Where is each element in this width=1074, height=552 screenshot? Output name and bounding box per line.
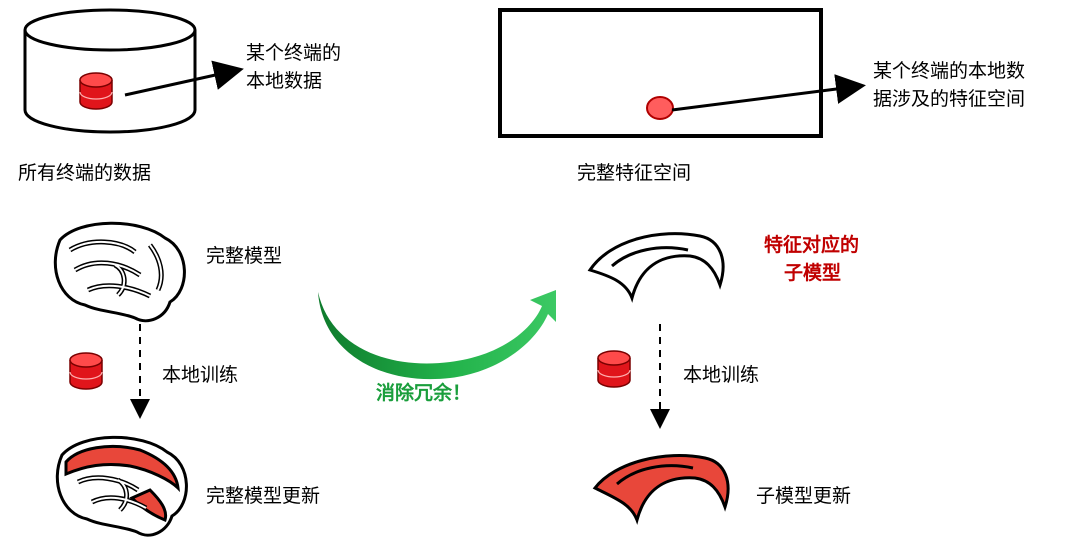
local-data-callout-arrow	[124, 60, 244, 97]
remove-redundancy-arrow	[318, 290, 556, 380]
full-model-label: 完整模型	[206, 245, 283, 267]
full-model-update-label: 完整模型更新	[206, 485, 321, 507]
submodel-update-label: 子模型更新	[756, 485, 852, 507]
right-local-training-label: 本地训练	[683, 364, 760, 386]
all-terminal-data-caption: 所有终端的数据	[18, 162, 152, 184]
local-data-db-icon	[79, 72, 113, 110]
full-model-updated-brain-icon	[55, 435, 188, 537]
submodel-label-line1: 特征对应的	[764, 234, 860, 256]
right-local-db-icon	[597, 350, 631, 388]
local-data-label-line2: 本地数据	[246, 70, 323, 92]
all-terminal-database-icon	[23, 8, 197, 134]
local-feature-subspace-dot	[646, 96, 674, 120]
left-local-training-label: 本地训练	[162, 364, 239, 386]
left-local-db-icon	[69, 352, 103, 390]
feature-subspace-label-line2: 据涉及的特征空间	[873, 88, 1026, 110]
full-model-brain-icon	[53, 221, 186, 323]
submodel-updated-ribbon-icon	[592, 454, 730, 525]
full-feature-space-caption: 完整特征空间	[577, 162, 692, 184]
remove-redundancy-label: 消除冗余！	[376, 382, 472, 404]
submodel-label-line2: 子模型	[784, 262, 842, 284]
submodel-ribbon-icon	[587, 232, 725, 303]
feature-subspace-callout-arrow	[671, 74, 866, 112]
local-data-label-line1: 某个终端的	[246, 42, 342, 64]
feature-subspace-label-line1: 某个终端的本地数	[873, 60, 1026, 82]
